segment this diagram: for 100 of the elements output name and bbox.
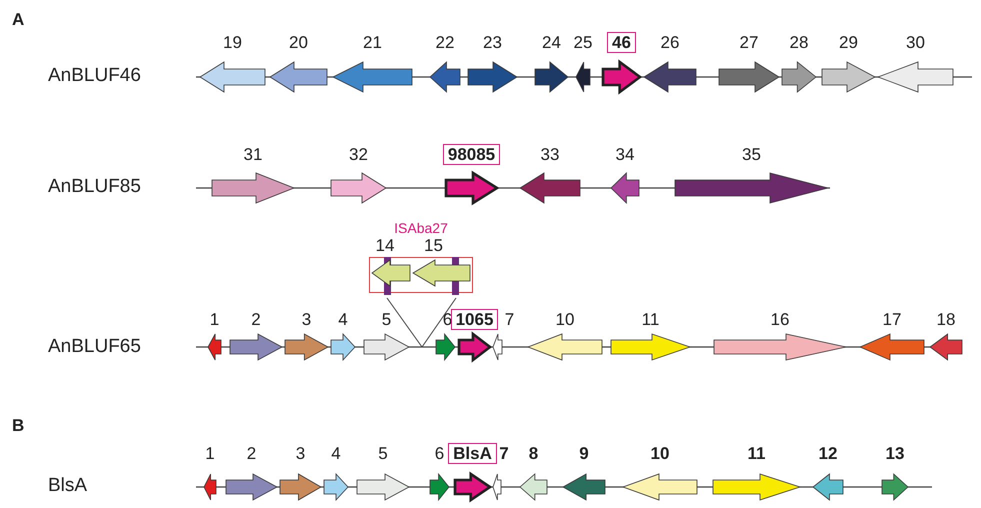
row-label: AnBLUF65 (48, 335, 141, 359)
gene (442, 145, 500, 205)
gene-number-label: 17 (882, 310, 902, 330)
gene-number-label: 29 (839, 33, 858, 53)
gene (520, 444, 547, 502)
gene-number-label: 20 (289, 33, 308, 53)
gene (204, 444, 216, 502)
gene-number-label: 10 (650, 444, 670, 464)
gene (713, 444, 800, 502)
gene (430, 444, 449, 502)
gene-number-label: 3 (302, 310, 312, 330)
gene (822, 33, 875, 94)
gene-number-label: 23 (483, 33, 502, 53)
gene-number-label: 7 (499, 444, 509, 464)
gene-number-label: 31 (244, 145, 262, 165)
gene (357, 444, 409, 502)
gene (644, 33, 696, 94)
gene (230, 310, 282, 362)
gene (413, 236, 470, 288)
gene-number-label: 18 (936, 310, 956, 330)
gene (882, 444, 908, 502)
gene-number-label: 8 (528, 444, 538, 464)
gene (468, 33, 517, 94)
gene-number-label: 27 (740, 33, 758, 53)
gene-number-label: 28 (790, 33, 808, 53)
gene-number-label: 1 (205, 444, 215, 464)
gene (930, 310, 962, 362)
row-label: AnBLUF46 (48, 64, 141, 88)
gene (675, 145, 828, 205)
gene (813, 444, 843, 502)
gene-number-label: 35 (742, 145, 761, 165)
gene (719, 33, 779, 94)
panel-letter: B (12, 415, 24, 437)
gene-number-label: 25 (574, 33, 592, 53)
gene (280, 444, 321, 502)
gene (520, 145, 580, 205)
gene (430, 33, 460, 94)
gene-number-label: 1065 (450, 309, 498, 330)
gene-number-label: 32 (349, 145, 368, 165)
gene-number-label: 3 (296, 444, 306, 464)
gene-number-label: 5 (382, 310, 392, 330)
gene-number-label: 1 (210, 310, 220, 330)
gene-number-label: 9 (579, 444, 589, 464)
gene (448, 444, 497, 502)
gene (528, 310, 602, 362)
element-name-label: ISAba27 (393, 220, 449, 236)
gene (364, 310, 409, 362)
gene (574, 33, 592, 94)
row-label: BlsA (48, 474, 88, 498)
panel-letter: A (12, 9, 24, 31)
gene (493, 310, 514, 362)
gene (563, 444, 605, 502)
gene-number-label: 2 (246, 444, 256, 464)
gene-number-label: 4 (331, 444, 341, 464)
gene-number-label: 6 (442, 310, 452, 330)
gene-number-label: 19 (223, 33, 242, 53)
gene-number-label: 12 (818, 444, 838, 464)
gene (714, 310, 846, 362)
gene-number-label: 98085 (442, 144, 500, 165)
gene-number-label: 6 (434, 444, 444, 464)
gene (878, 33, 953, 94)
gene-number-label: 4 (338, 310, 348, 330)
gene-number-label: 2 (251, 310, 261, 330)
gene (333, 33, 412, 94)
gene-number-label: 46 (607, 32, 636, 53)
gene (860, 310, 924, 362)
gene-number-label: 10 (556, 310, 574, 330)
gene-number-label: 13 (886, 444, 904, 464)
insertion-line (386, 298, 422, 348)
gene-number-label: 11 (642, 310, 660, 330)
gene (611, 145, 639, 205)
gene (226, 444, 277, 502)
gene (535, 33, 568, 94)
insertion-line (422, 298, 456, 348)
gene-number-label: BlsA (448, 443, 497, 464)
gene (436, 310, 455, 362)
gene (623, 444, 697, 502)
insertion-element-inset (366, 220, 476, 298)
gene-number-label: 14 (376, 236, 394, 256)
gene-number-label: 33 (540, 145, 560, 165)
gene (200, 33, 265, 94)
gene-number-label: 15 (424, 236, 443, 256)
gene (285, 310, 328, 362)
gene (493, 444, 509, 502)
gene (611, 310, 690, 362)
gene-number-label: 5 (378, 444, 388, 464)
gene (782, 33, 816, 94)
gene-number-label: 16 (770, 310, 790, 330)
gene (603, 33, 640, 94)
gene-number-label: 24 (542, 33, 561, 53)
gene-number-label: 21 (363, 33, 382, 53)
gene (372, 236, 410, 288)
gene (270, 33, 327, 94)
gene-number-label: 22 (436, 33, 454, 53)
gene (331, 310, 355, 362)
row-label: AnBLUF85 (48, 175, 141, 199)
gene (450, 310, 498, 362)
gene (331, 145, 386, 205)
gene-number-label: 11 (748, 444, 766, 464)
gene (208, 310, 221, 362)
